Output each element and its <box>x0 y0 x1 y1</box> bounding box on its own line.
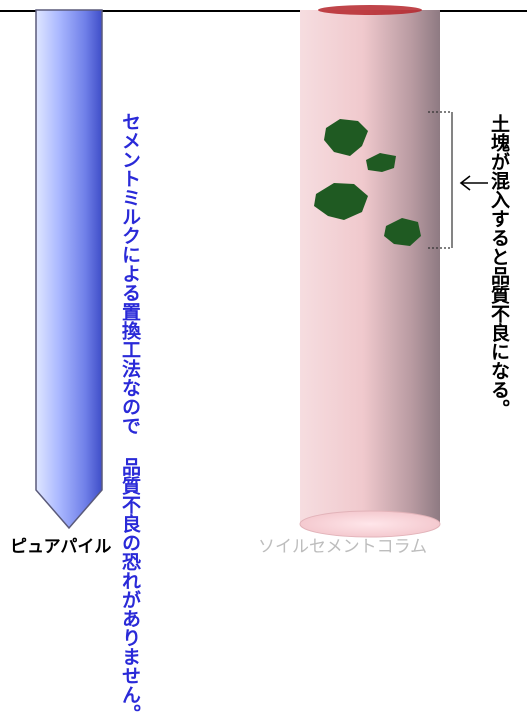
pure-pile-description: セメントミルクによる置換工法なので 品質不良の恐れがありません。 <box>116 112 143 723</box>
soil-cement-column <box>299 5 441 538</box>
soil-clod-annotation: 土塊が混入すると品質不良になる。 <box>488 114 510 418</box>
pile-comparison-diagram <box>35 5 488 538</box>
soil-clod <box>324 119 368 156</box>
left-arrow-icon <box>459 175 488 191</box>
soil-cement-column-label: ソイルセメントコラム <box>258 537 428 557</box>
soil-clod <box>314 183 368 220</box>
top-frame-border <box>0 0 527 12</box>
mixed-zone-bracket <box>428 111 453 249</box>
pure-pile <box>35 9 103 530</box>
pure-pile-label: ピュアパイル <box>10 537 112 557</box>
soil-clod <box>384 218 421 246</box>
soil-clod <box>366 153 396 172</box>
pure-pile-description-line: セメントミルクによる置換工法なので <box>119 112 141 435</box>
soil-clods <box>314 119 421 246</box>
pure-pile-description-line: 品質不良の恐れがありません。 <box>119 457 141 723</box>
